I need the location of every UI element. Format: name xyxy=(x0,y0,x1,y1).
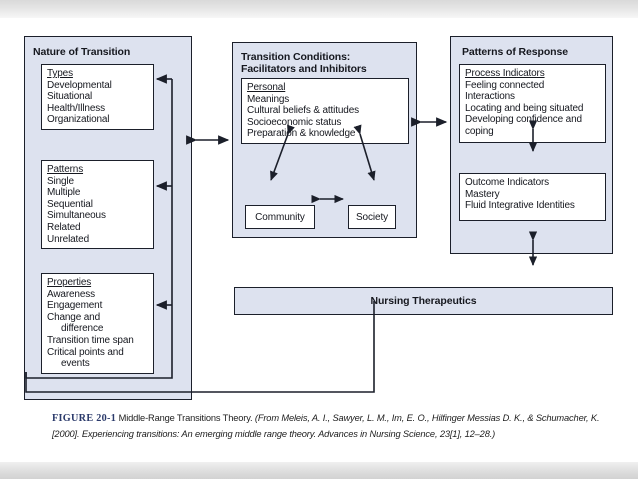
box-society: Society xyxy=(348,205,396,229)
box-outcome-item: Fluid Integrative Identities xyxy=(465,200,575,212)
figure-number: FIGURE 20-1 xyxy=(52,413,117,424)
box-process-heading: Process Indicators xyxy=(465,68,545,79)
box-process-item: Feeling connected xyxy=(465,79,545,91)
box-patterns-heading: Patterns xyxy=(47,164,84,175)
box-properties-item: Engagement xyxy=(47,300,103,312)
box-personal-heading: Personal xyxy=(247,82,286,93)
box-personal-item: Cultural beliefs & attitudes xyxy=(247,105,359,117)
box-process-item: Locating and being situated xyxy=(465,102,584,114)
figure-caption: FIGURE 20-1 Middle-Range Transitions The… xyxy=(52,411,608,441)
slide-top-band xyxy=(0,0,638,18)
box-properties-item: Critical points and xyxy=(47,346,124,358)
box-personal-item: Meanings xyxy=(247,93,290,105)
panel-nature-title: Nature of Transition xyxy=(33,46,131,58)
box-types-item: Health/Illness xyxy=(47,102,105,114)
panel-conditions-title-line1: Transition Conditions: xyxy=(241,51,351,63)
box-properties-item: Awareness xyxy=(47,288,95,300)
box-patterns-item: Single xyxy=(47,175,74,187)
box-properties-item: events xyxy=(61,358,90,370)
box-process-item: Interactions xyxy=(465,91,515,103)
slide-bottom-band xyxy=(0,462,638,479)
box-process-item: coping xyxy=(465,125,494,137)
box-properties-item: Transition time span xyxy=(47,334,134,346)
box-personal-item: Preparation & knowledge xyxy=(247,128,356,140)
box-outcome-indicators: Outcome Indicators Mastery Fluid Integra… xyxy=(459,173,606,221)
box-patterns-item: Unrelated xyxy=(47,233,90,245)
box-process-item: Developing confidence and xyxy=(465,114,582,126)
box-personal: Personal Meanings Cultural beliefs & att… xyxy=(241,78,409,144)
box-properties-heading: Properties xyxy=(47,277,92,288)
box-outcome-item: Mastery xyxy=(465,188,500,200)
box-types-item: Organizational xyxy=(47,114,110,126)
box-types: Types Developmental Situational Health/I… xyxy=(41,64,154,130)
box-patterns-item: Related xyxy=(47,221,81,233)
figure-area: Nature of Transition Types Developmental… xyxy=(0,18,638,462)
bar-nursing-therapeutics: Nursing Therapeutics xyxy=(234,287,613,315)
box-community: Community xyxy=(245,205,315,229)
box-properties-item: difference xyxy=(61,323,104,335)
box-process-indicators: Process Indicators Feeling connected Int… xyxy=(459,64,606,143)
box-types-item: Situational xyxy=(47,91,93,103)
box-patterns-item: Sequential xyxy=(47,198,93,210)
figure-title: Middle-Range Transitions Theory. xyxy=(118,413,253,423)
panel-conditions-title-line2: Facilitators and Inhibitors xyxy=(241,63,367,75)
figure-source: (From Meleis, A. I., Sawyer, L. M., Im, … xyxy=(52,413,600,439)
box-types-item: Developmental xyxy=(47,79,112,91)
box-patterns: Patterns Single Multiple Sequential Simu… xyxy=(41,160,154,249)
box-types-heading: Types xyxy=(47,68,73,79)
box-patterns-item: Simultaneous xyxy=(47,210,106,222)
box-personal-item: Socioeconomic status xyxy=(247,116,342,128)
box-properties: Properties Awareness Engagement Change a… xyxy=(41,273,154,374)
box-patterns-item: Multiple xyxy=(47,187,81,199)
box-properties-item: Change and xyxy=(47,311,100,323)
box-outcome-heading: Outcome Indicators xyxy=(465,177,550,188)
panel-response-title: Patterns of Response xyxy=(462,46,568,58)
